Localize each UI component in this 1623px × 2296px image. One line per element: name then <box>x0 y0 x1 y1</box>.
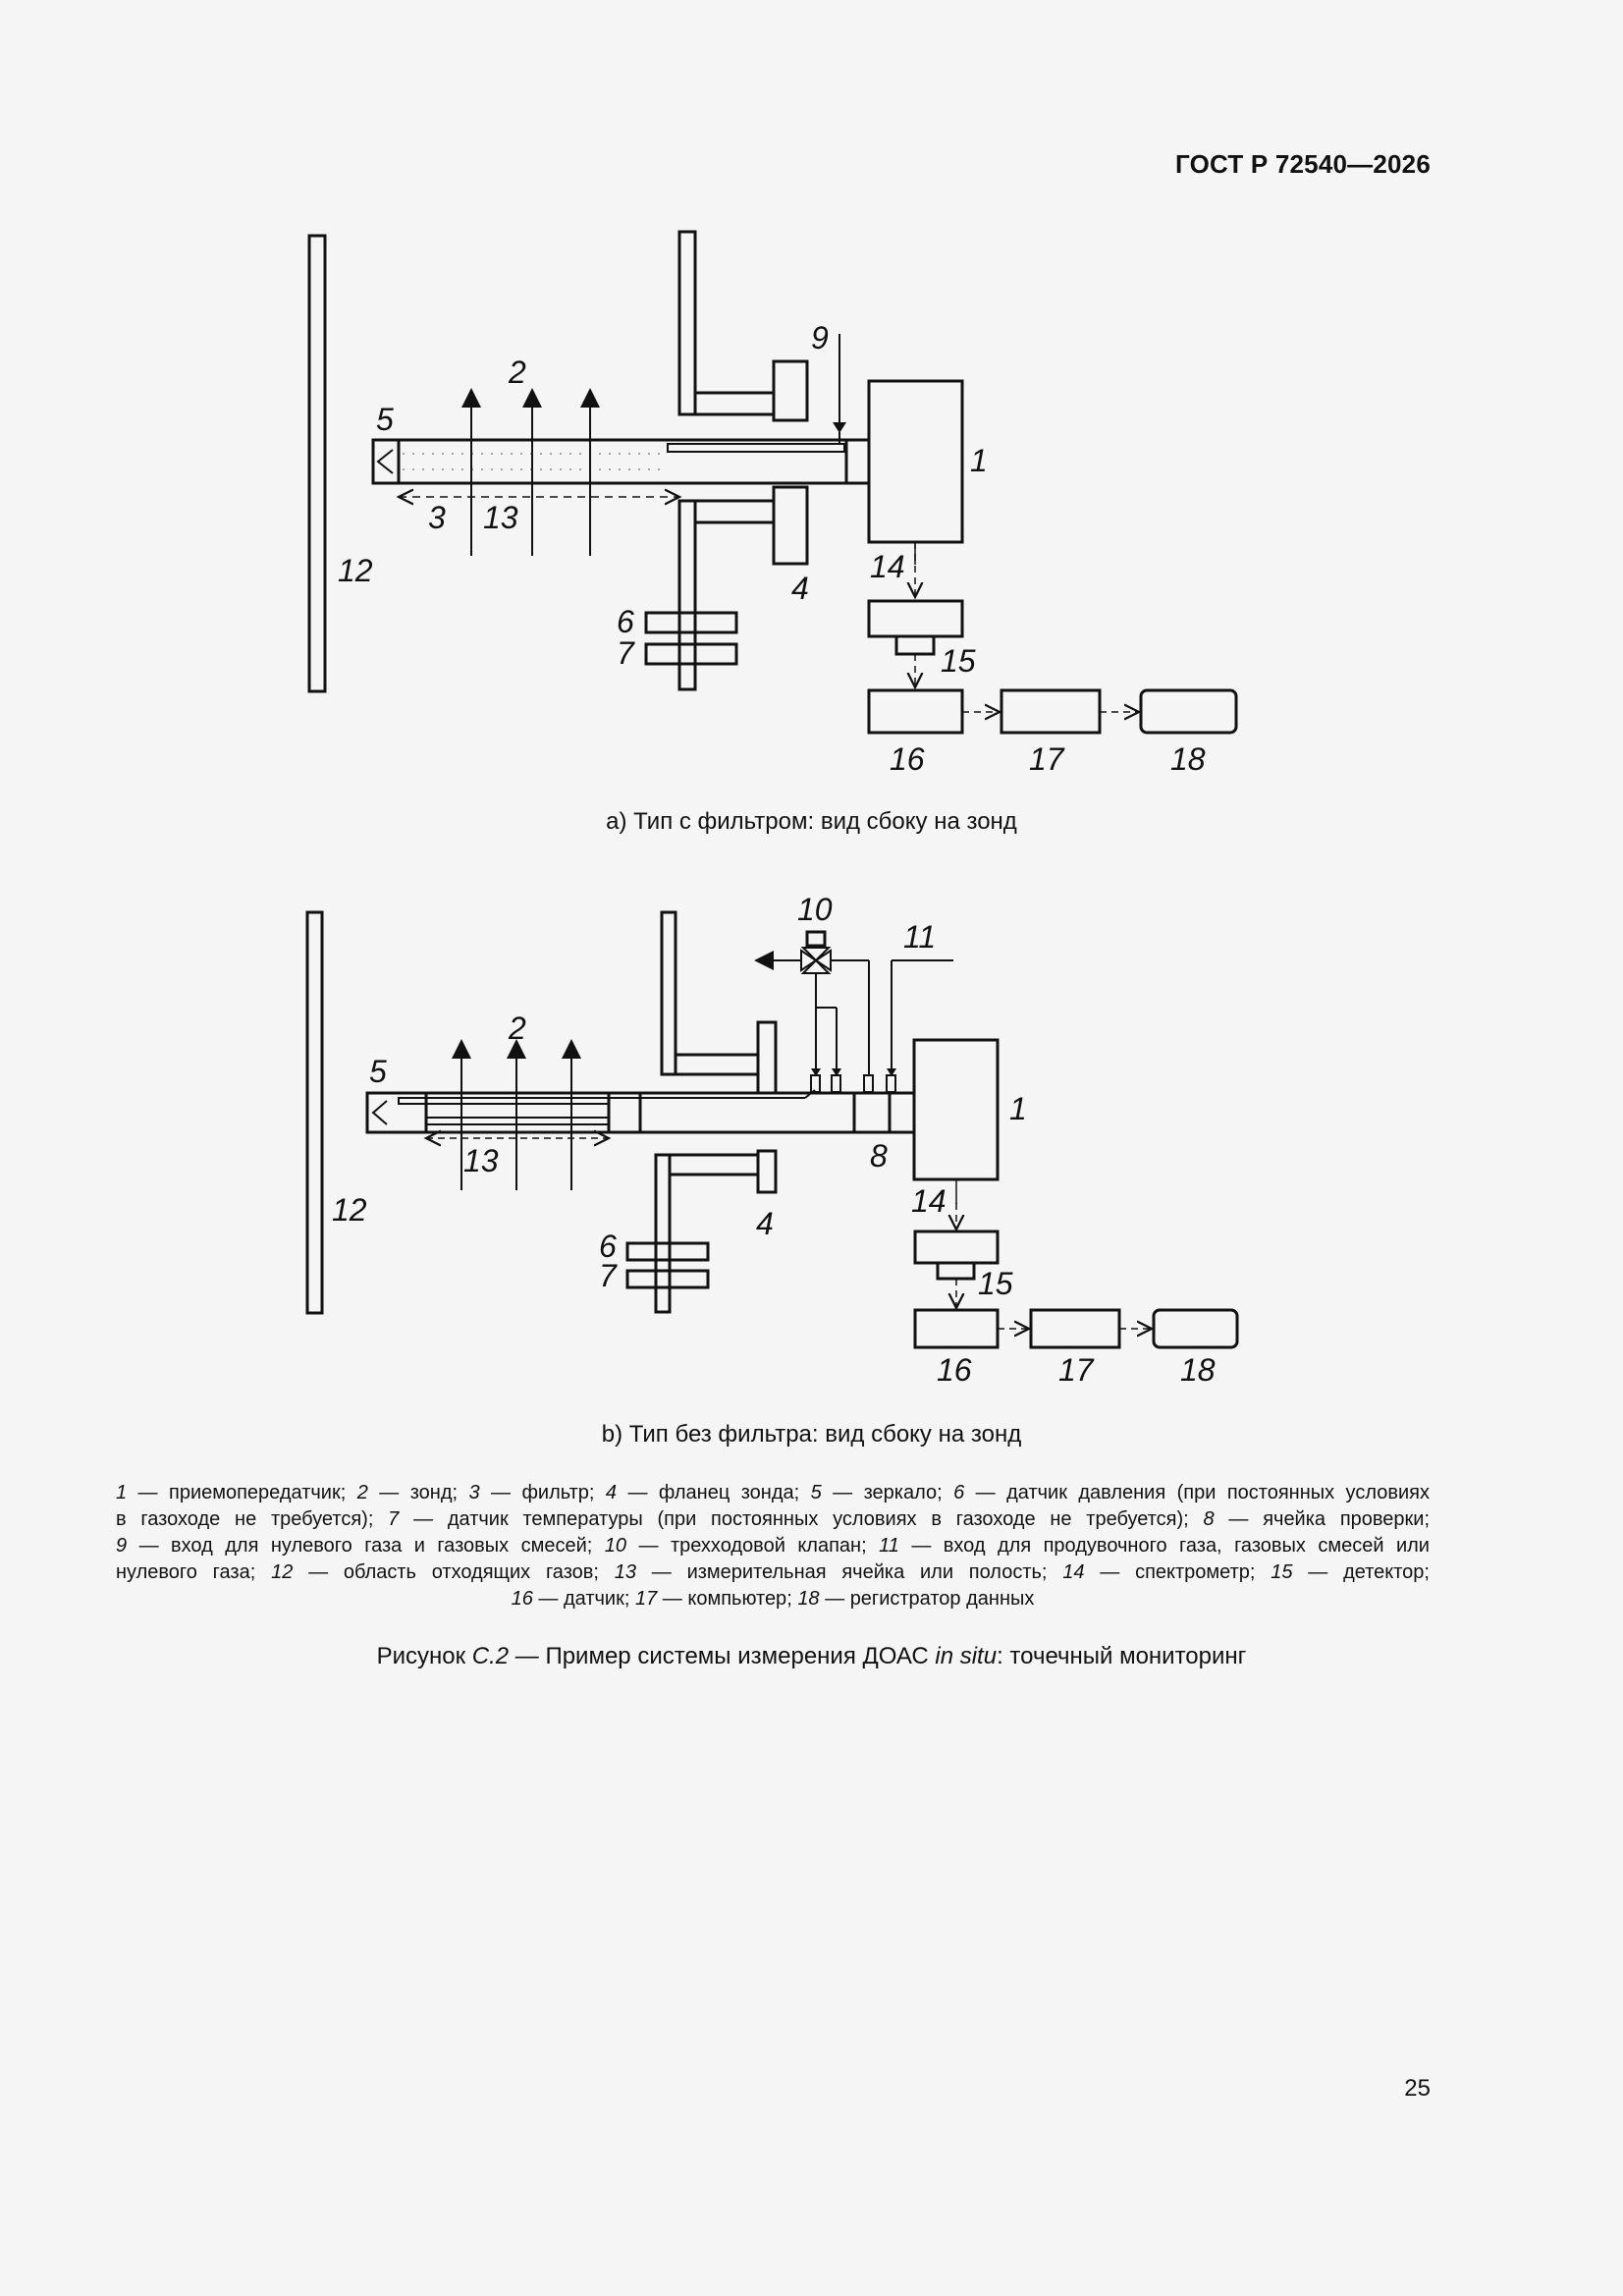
label-13: 13 <box>483 500 518 535</box>
duct-wall-upper <box>677 230 697 416</box>
legend-line: 9 — вход для нулевого газа и газовых сме… <box>116 1535 1430 1557</box>
label-12: 12 <box>338 553 373 588</box>
label-11: 11 <box>903 919 936 955</box>
sensor-box <box>913 1308 1000 1349</box>
duct-wall-lower <box>677 499 697 691</box>
transceiver <box>867 379 964 544</box>
computer-box <box>1000 688 1102 735</box>
label-13: 13 <box>463 1143 499 1178</box>
label-4: 4 <box>756 1206 774 1241</box>
detector <box>936 1261 976 1281</box>
mirror-housing <box>371 438 401 485</box>
label-2: 2 <box>508 1011 526 1046</box>
label-12: 12 <box>332 1192 367 1228</box>
data-logger-box <box>1152 1308 1239 1349</box>
sensor-box <box>867 688 964 735</box>
valve-actuator <box>805 930 827 948</box>
detector <box>894 634 936 656</box>
transceiver <box>912 1038 1000 1181</box>
label-5: 5 <box>369 1054 387 1089</box>
label-6: 6 <box>617 604 634 639</box>
label-15: 15 <box>978 1266 1013 1301</box>
label-2: 2 <box>508 355 526 390</box>
probe-flange <box>693 391 776 416</box>
label-16: 16 <box>890 741 925 777</box>
label-14: 14 <box>870 549 905 584</box>
pressure-sensor <box>644 611 738 634</box>
label-17: 17 <box>1029 741 1065 777</box>
computer-box <box>1029 1308 1121 1349</box>
probe-tube <box>371 438 871 485</box>
label-4: 4 <box>791 571 809 606</box>
caption-figure-a: a) Тип с фильтром: вид сбоку на зонд <box>606 808 1017 835</box>
legend-line: в газоходе не требуется); 7 — датчик тем… <box>116 1508 1431 1530</box>
label-14: 14 <box>911 1183 947 1219</box>
label-7: 7 <box>617 635 635 671</box>
temperature-sensor <box>644 642 738 666</box>
figure-legend: 1 — приемопередатчик; 2 — зонд; 3 — филь… <box>116 1480 1430 1613</box>
pressure-sensor <box>625 1241 710 1262</box>
duct-wall-lower <box>654 1153 672 1314</box>
duct-wall-upper <box>660 910 677 1076</box>
data-logger-box <box>1139 688 1238 735</box>
document-header: ГОСТ Р 72540—2026 <box>1175 149 1431 179</box>
label-16: 16 <box>937 1352 972 1388</box>
figure-title: Рисунок С.2 — Пример системы измерения Д… <box>376 1643 1247 1669</box>
label-18: 18 <box>1180 1352 1216 1388</box>
label-9: 9 <box>811 320 829 355</box>
label-5: 5 <box>376 402 394 437</box>
label-10: 10 <box>797 892 833 927</box>
diagram-without-filter: 10 11 2 5 1 8 13 12 14 4 6 7 15 16 17 18 <box>305 892 1239 1388</box>
label-1: 1 <box>1009 1091 1027 1126</box>
legend-line: нулевого газа; 12 — область отходящих га… <box>116 1561 1430 1583</box>
legend-line: 16 — датчик; 17 — компьютер; 18 — регист… <box>511 1588 1035 1610</box>
label-3: 3 <box>428 500 446 535</box>
flue-gas-wall <box>305 910 324 1315</box>
spectrometer <box>867 599 964 638</box>
mirror-housing <box>365 1091 428 1134</box>
label-7: 7 <box>599 1258 618 1293</box>
label-15: 15 <box>941 643 976 679</box>
label-8: 8 <box>870 1138 888 1174</box>
page-number: 25 <box>1404 2075 1431 2102</box>
flue-gas-wall <box>307 234 327 693</box>
label-17: 17 <box>1058 1352 1095 1388</box>
spectrometer <box>913 1230 1000 1265</box>
probe-flange <box>674 1053 760 1076</box>
diagram-with-filter: 2 5 9 1 3 13 12 14 4 6 7 15 16 17 18 <box>307 230 1238 777</box>
label-6: 6 <box>599 1229 617 1264</box>
temperature-sensor <box>625 1269 710 1289</box>
caption-figure-b: b) Тип без фильтра: вид сбоку на зонд <box>601 1421 1022 1448</box>
label-18: 18 <box>1170 741 1206 777</box>
legend-line: 1 — приемопередатчик; 2 — зонд; 3 — филь… <box>116 1482 1430 1503</box>
label-1: 1 <box>970 443 988 478</box>
